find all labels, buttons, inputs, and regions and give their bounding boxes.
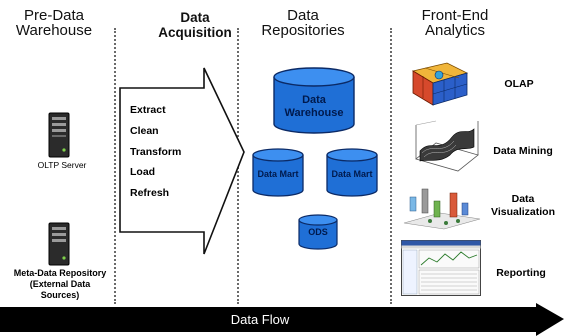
- olap-cube-icon: [403, 57, 475, 109]
- reporting-label: Reporting: [496, 267, 546, 279]
- meta-data-server-icon: [48, 222, 70, 266]
- step-clean: Clean: [130, 125, 159, 137]
- oltp-server-label: OLTP Server: [37, 160, 87, 170]
- title-pre-data-warehouse: Pre-Data Warehouse: [15, 7, 93, 39]
- title-data-acquisition: Data Acquisition: [158, 10, 232, 40]
- reporting-screen-icon: [401, 240, 481, 296]
- data-mart-left-cylinder: [252, 148, 304, 197]
- divider-1: [114, 28, 116, 304]
- data-visualization-icon: [403, 188, 481, 230]
- data-mining-surface-icon: [415, 120, 479, 172]
- ods-cylinder: [298, 214, 338, 250]
- step-transform: Transform: [130, 146, 182, 158]
- title-front-end-analytics: Front-End Analytics: [421, 7, 489, 39]
- data-warehouse-cylinder: [273, 67, 355, 134]
- step-load: Load: [130, 166, 156, 178]
- data-mart-left-label: Data Mart: [257, 169, 299, 179]
- data-mart-right-cylinder: [326, 148, 378, 197]
- data-flow-label: Data Flow: [230, 312, 290, 327]
- step-extract: Extract: [130, 104, 166, 116]
- data-visualization-label: Data Visualization: [491, 193, 555, 218]
- data-flow-arrow: [0, 303, 564, 336]
- olap-label: OLAP: [504, 78, 534, 90]
- meta-data-repository-label: Meta-Data Repository (External Data Sour…: [13, 268, 107, 300]
- data-warehouse-label: Data Warehouse: [284, 94, 344, 119]
- acquisition-arrow: [119, 67, 245, 255]
- oltp-server-icon: [48, 112, 70, 158]
- step-refresh: Refresh: [130, 187, 170, 199]
- data-mart-right-label: Data Mart: [331, 169, 373, 179]
- title-data-repositories: Data Repositories: [261, 7, 345, 39]
- divider-3: [390, 28, 392, 304]
- data-mining-label: Data Mining: [493, 145, 553, 157]
- ods-label: ODS: [308, 227, 328, 237]
